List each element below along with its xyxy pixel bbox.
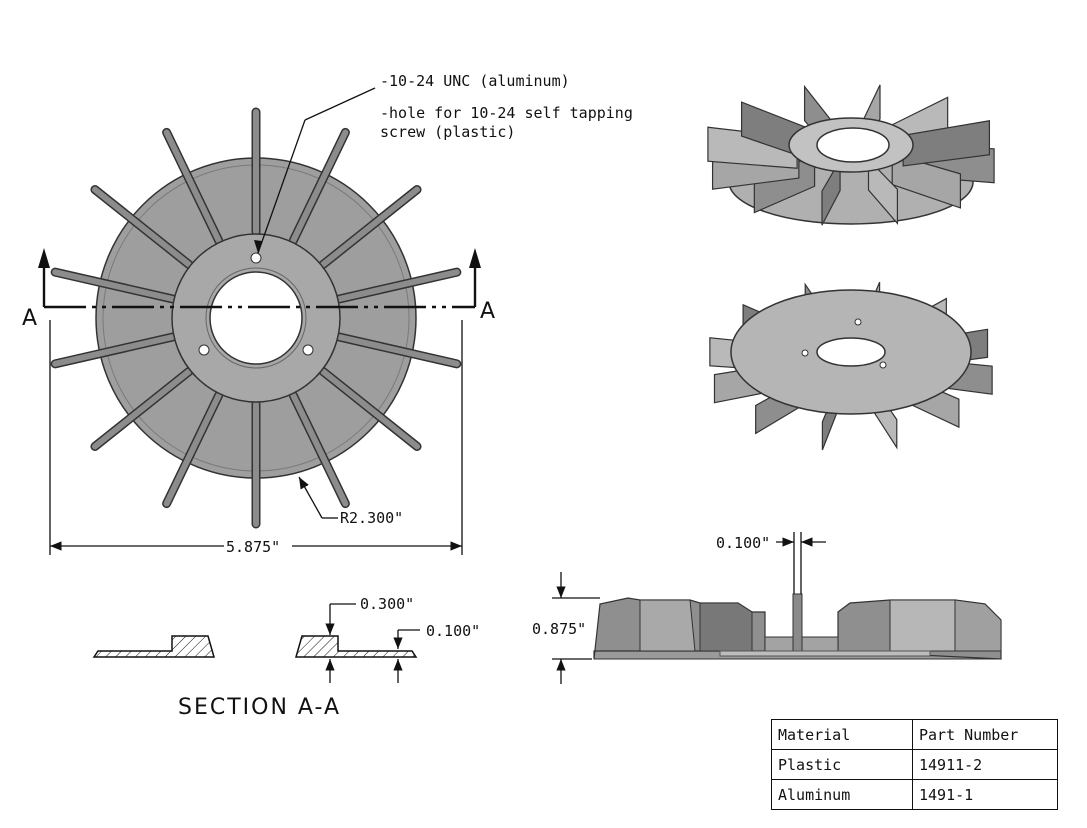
table-header-row: Material Part Number (771, 719, 1058, 750)
thread-note: -10-24 UNC (aluminum) -hole for 10-24 se… (254, 72, 633, 254)
table-cell-part-number: 1491-1 (912, 779, 1058, 810)
fan-blades (50, 107, 462, 529)
table-cell-part-number: 14911-2 (912, 749, 1058, 780)
section-label-left: A (22, 306, 37, 331)
section-cut-line: A A (22, 248, 495, 331)
screw-hole (198, 344, 210, 356)
screw-hole (302, 344, 314, 356)
screw-hole (250, 252, 262, 264)
blade-thickness-label: 0.100" (716, 534, 770, 552)
fan-isometric-top (707, 84, 995, 226)
hub-height-label: 0.300" (360, 595, 414, 613)
table-row: Plastic 14911-2 (771, 749, 1058, 780)
table-header-part-number: Part Number (912, 719, 1058, 750)
material-table: Material Part Number Plastic 14911-2 Alu… (771, 719, 1058, 810)
section-view: SECTION A-A 0.300" 0.100" (92, 595, 480, 720)
note-line-2: -hole for 10-24 self tapping (380, 104, 633, 122)
table-row: Aluminum 1491-1 (771, 779, 1058, 810)
table-cell-material: Plastic (771, 749, 913, 780)
note-line-3: screw (plastic) (380, 123, 515, 141)
table-header-material: Material (771, 719, 913, 750)
fan-isometric-bottom (709, 281, 993, 451)
note-line-1: -10-24 UNC (aluminum) (380, 72, 570, 90)
plate-thickness-label: 0.100" (426, 622, 480, 640)
fan-top-view (50, 107, 462, 529)
overall-height-label: 0.875" (532, 620, 586, 638)
radius-label: R2.300" (340, 509, 403, 527)
section-label-right: A (480, 299, 495, 324)
table-cell-material: Aluminum (771, 779, 913, 810)
diameter-dimension: 5.875" (49, 320, 463, 556)
diameter-label: 5.875" (226, 538, 280, 556)
radius-dimension: R2.300" (298, 476, 403, 527)
section-title: SECTION A-A (178, 695, 341, 720)
fan-side-view: 0.100" 0.875" (532, 532, 1002, 684)
